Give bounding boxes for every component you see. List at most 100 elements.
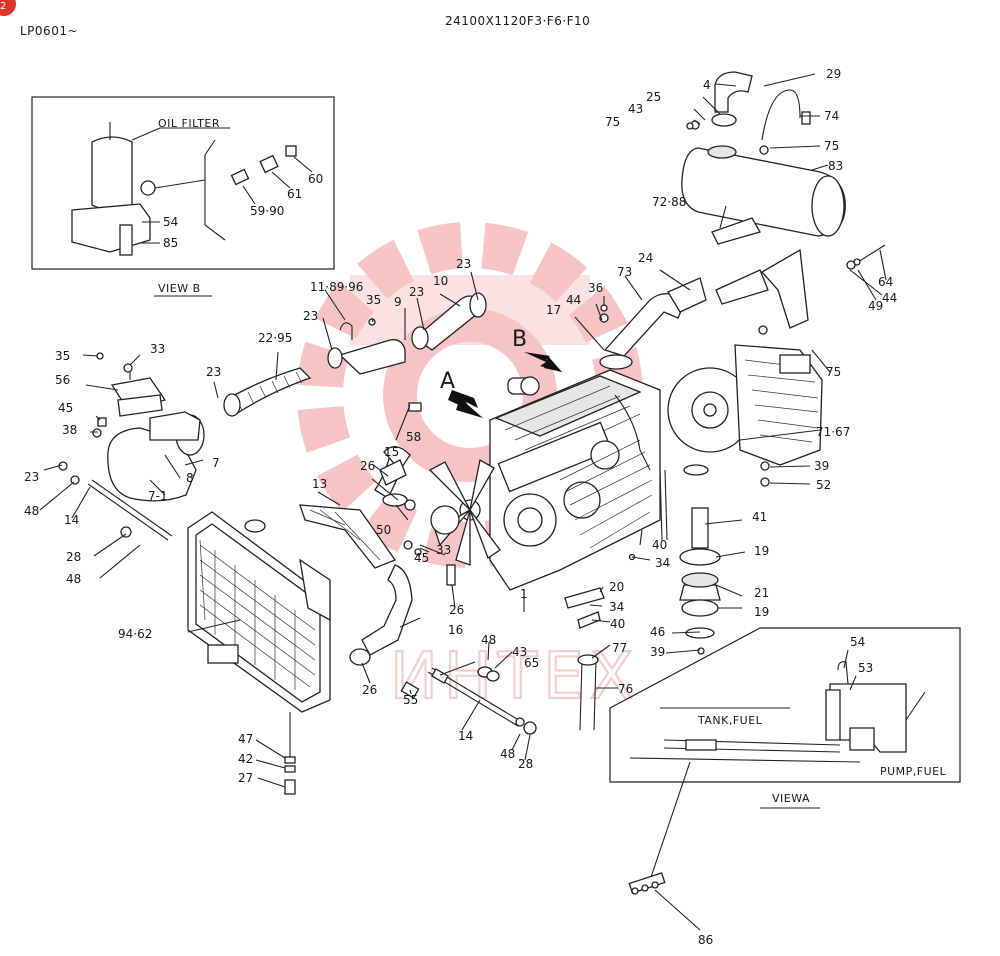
callout-label: 14 (458, 729, 473, 743)
callout-label: 41 (752, 510, 767, 524)
view-b-caption: VIEW B (158, 282, 201, 295)
callout-label: 26 (360, 459, 375, 473)
series-code: LP0601~ (20, 24, 78, 38)
cooling-fan (428, 458, 501, 566)
callout-label: 40 (652, 538, 667, 552)
callout-label: 23 (303, 309, 318, 323)
view-b-callout-61: 61 (287, 187, 302, 201)
callout-label: 52 (816, 478, 831, 492)
callout-label: 11·89·96 (310, 280, 363, 294)
engine-block (489, 369, 661, 591)
fuel-line (649, 761, 691, 881)
tie-rod-left (87, 479, 173, 541)
callout-label: 23 (206, 365, 221, 379)
view-arrow-a-label: A (440, 369, 455, 394)
view-arrow-a: A (440, 369, 483, 418)
corner-badge (0, 0, 16, 16)
callout-label: 72·88 (652, 195, 686, 209)
callout-label: 33 (436, 543, 451, 557)
callout-label: 83 (828, 159, 843, 173)
callout-label: 75 (826, 365, 841, 379)
watermark-text: ИНТЕХ (390, 640, 639, 714)
callout-label: 74 (824, 109, 839, 123)
callout-label: 19 (754, 544, 769, 558)
callout-label: 76 (618, 682, 633, 696)
callout-label: 56 (55, 373, 70, 387)
callout-label: 7 (212, 456, 220, 470)
callout-label: 28 (518, 757, 533, 771)
exhaust-bracket (667, 277, 707, 313)
callout-label: 48 (66, 572, 81, 586)
callout-label: 44 (566, 293, 581, 307)
callout-label: 33 (150, 342, 165, 356)
callout-label: 9 (394, 295, 402, 309)
callout-label: 77 (612, 641, 627, 655)
callout-label: 10 (433, 274, 448, 288)
callout-label: 73 (617, 265, 632, 279)
callout-label: 39 (650, 645, 665, 659)
lower-radiator-hose (361, 564, 413, 656)
callout-label: 35 (55, 349, 70, 363)
callout-label: 58 (406, 430, 421, 444)
callout-label: 65 (524, 656, 539, 670)
air-hose (223, 292, 487, 417)
callout-label: 1 (520, 587, 528, 601)
callout-label: 26 (449, 603, 464, 617)
callout-label: 49 (868, 299, 883, 313)
muffler-assembly (681, 71, 886, 335)
callout-label: 44 (882, 291, 897, 305)
radiator-bracket (299, 504, 397, 569)
engine-mount (679, 461, 770, 655)
view-b-callout-59-90: 59·90 (250, 204, 284, 218)
view-a-panel: TANK,FUEL PUMP,FUEL 54 53 (609, 627, 961, 783)
callout-label: 94·62 (118, 627, 152, 641)
callout-label: 39 (814, 459, 829, 473)
view-arrow-b-label: B (512, 327, 527, 352)
callout-label: 75 (824, 139, 839, 153)
callout-label: 27 (238, 771, 253, 785)
callout-label: 21 (754, 586, 769, 600)
view-a-callout-53: 53 (858, 661, 873, 675)
callout-label: 29 (826, 67, 841, 81)
leader-lines (39, 73, 887, 931)
corner-badge-glyph: 2 (0, 1, 6, 12)
callout-label: 22·95 (258, 331, 292, 345)
callout-label: 23 (24, 470, 39, 484)
connector-86 (628, 872, 666, 895)
callout-label: 40 (610, 617, 625, 631)
radiator (187, 511, 331, 713)
view-a-callout-54: 54 (850, 635, 865, 649)
view-b-callout-85: 85 (163, 236, 178, 250)
callout-label: 28 (66, 550, 81, 564)
view-b-panel: OIL FILTER 54 85 59·90 61 60 (31, 96, 335, 270)
callout-label: 16 (448, 623, 463, 637)
view-b-callout-54: 54 (163, 215, 178, 229)
view-arrow-b: B (512, 327, 562, 372)
callout-label: 19 (754, 605, 769, 619)
callout-label: 14 (64, 513, 79, 527)
fuel-pump-label: PUMP,FUEL (880, 765, 947, 778)
callout-label: 71·67 (816, 425, 850, 439)
hydraulic-pump (667, 344, 823, 466)
callout-label: 26 (362, 683, 377, 697)
callout-label: 4 (703, 78, 711, 92)
callout-label: 8 (186, 471, 194, 485)
view-a-caption: VIEWA (772, 792, 810, 805)
callout-label: 35 (366, 293, 381, 307)
callout-label: 45 (58, 401, 73, 415)
callout-label: 38 (62, 423, 77, 437)
callout-label: 48 (500, 747, 515, 761)
callout-label: 42 (238, 752, 253, 766)
oil-filter-label: OIL FILTER (158, 117, 220, 130)
callout-label: 50 (376, 523, 391, 537)
callout-label: 23 (409, 285, 424, 299)
callout-labels: 4 29 25 43 75 74 75 83 72·88 64 44 49 24… (24, 67, 897, 947)
callout-label: 7-1 (148, 489, 168, 503)
callout-label: 46 (650, 625, 665, 639)
callout-label: 75 (605, 115, 620, 129)
callout-label: 25 (646, 90, 661, 104)
callout-label: 34 (655, 556, 670, 570)
model-code: 24100X1120F3·F6·F10 (445, 14, 590, 28)
view-b-callout-60: 60 (308, 172, 323, 186)
